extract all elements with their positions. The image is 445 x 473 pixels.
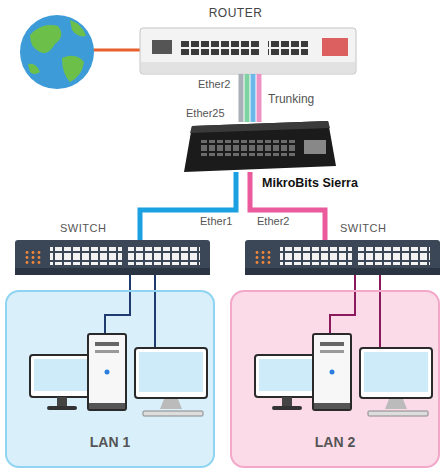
cable-line xyxy=(251,74,256,122)
lan-fill xyxy=(231,291,439,467)
switch-device xyxy=(15,240,210,275)
node-title: MikroBits Sierra xyxy=(262,176,358,191)
network-link xyxy=(241,74,259,122)
router-device xyxy=(140,28,356,74)
port-label: Ether2 xyxy=(198,78,230,91)
port-label: Ether25 xyxy=(186,107,225,120)
port-label: Ether2 xyxy=(257,215,289,228)
cable-line xyxy=(239,74,244,122)
switch-node: SWITCH xyxy=(245,240,440,275)
cable-line xyxy=(140,172,236,240)
network-link xyxy=(355,275,356,290)
cable-line xyxy=(257,74,262,122)
core-switch-node: MikroBits Sierra xyxy=(185,122,335,172)
link-label: Trunking xyxy=(266,92,316,106)
router-node: ROUTER xyxy=(140,28,356,74)
port-label: Ether1 xyxy=(200,215,232,228)
lan-fill xyxy=(6,291,214,467)
node-title: LAN 1 xyxy=(7,434,213,451)
node-title: SWITCH xyxy=(340,222,386,235)
node-title: LAN 2 xyxy=(232,434,438,451)
network-link xyxy=(140,172,236,240)
computer-icon xyxy=(255,334,432,416)
core-switch-device xyxy=(184,121,336,172)
switch-device xyxy=(245,240,440,275)
cable-line xyxy=(354,275,356,290)
lan-region: LAN 1 xyxy=(5,290,215,468)
node-title: SWITCH xyxy=(60,222,106,235)
node-title: ROUTER xyxy=(140,6,331,20)
cable-line xyxy=(129,275,131,290)
network-link xyxy=(130,275,131,290)
computer-icon xyxy=(30,334,207,416)
lan-region: LAN 2 xyxy=(230,290,440,468)
switch-node: SWITCH xyxy=(15,240,210,275)
globe-icon xyxy=(20,15,141,89)
cable-line xyxy=(245,74,250,122)
